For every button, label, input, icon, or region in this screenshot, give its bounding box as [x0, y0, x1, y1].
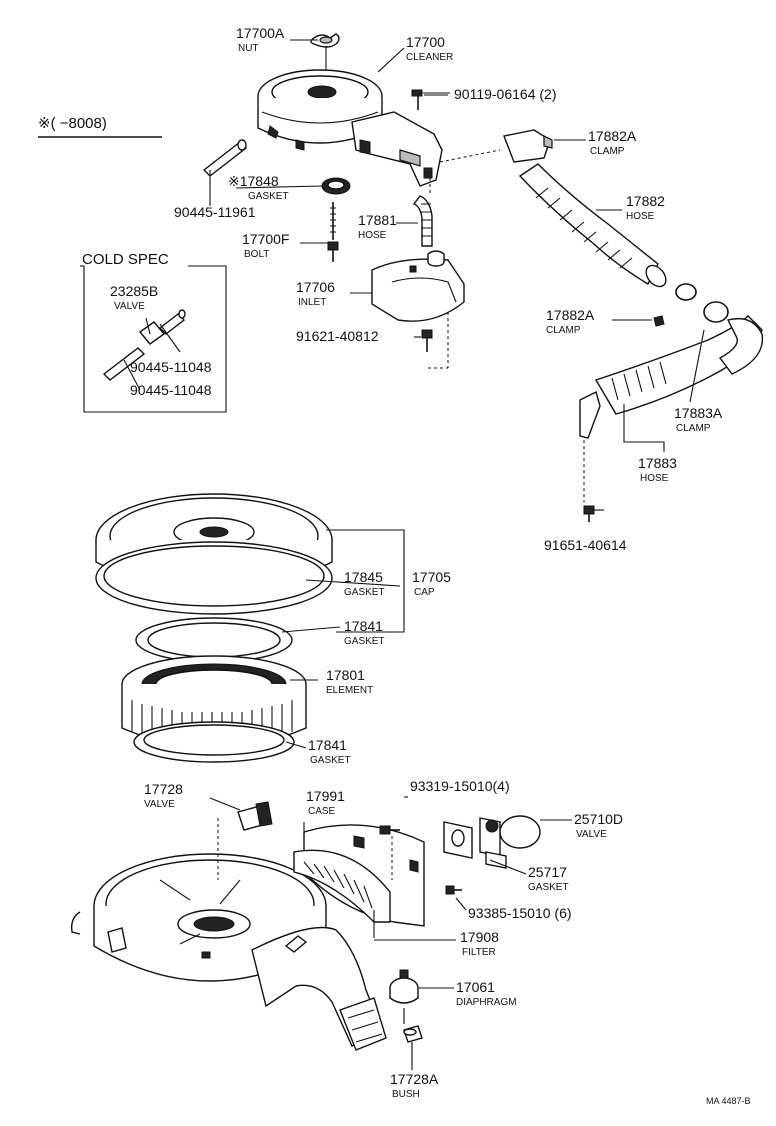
- label-gasket-25717: 25717 GASKET: [528, 864, 569, 893]
- clamp-17883a-number: 17883A: [674, 405, 723, 421]
- gasket-17845-number: 17845: [344, 569, 383, 585]
- label-valve-17728: 17728 VALVE: [144, 781, 183, 810]
- cleaner-number: 17700: [406, 34, 445, 50]
- cleaner-assembly-drawing: [202, 33, 465, 369]
- gasket-17841a-name: GASKET: [344, 636, 385, 647]
- hose-17882-number: 17882: [626, 193, 665, 209]
- label-cap: 17705 CAP: [412, 569, 451, 598]
- gasket-25717-number: 25717: [528, 864, 567, 880]
- label-bolt-17700f: 17700F BOLT: [242, 231, 289, 260]
- inlet-name: INLET: [298, 297, 326, 308]
- cap-name: CAP: [414, 587, 435, 598]
- gasket-17845-name: GASKET: [344, 587, 385, 598]
- bush-name: BUSH: [392, 1089, 420, 1100]
- label-filter: 17908 FILTER: [460, 929, 499, 958]
- gasket-17841b-number: 17841: [308, 737, 347, 753]
- label-gasket-17848: ※17848 GASKET: [228, 173, 289, 202]
- bolt-17700f-number: 17700F: [242, 231, 289, 247]
- label-case: 17991 CASE: [306, 788, 345, 817]
- label-gasket-17845: 17845 GASKET: [344, 569, 385, 598]
- valve-25710d-name: VALVE: [576, 829, 607, 840]
- element-name: ELEMENT: [326, 685, 373, 696]
- valve-17728-name: VALVE: [144, 799, 175, 810]
- hose-assembly-drawing: [439, 129, 764, 522]
- label-nut: 17700A NUT: [236, 25, 285, 54]
- label-hose-17881: 17881 HOSE: [358, 212, 397, 241]
- diaphragm-name: DIAPHRAGM: [456, 997, 517, 1008]
- nut-name: NUT: [238, 43, 259, 54]
- cold-spec-box: COLD SPEC 23285B VALVE 90445-11048 90445…: [80, 251, 227, 413]
- bolt-hose-number: 91651-40614: [544, 537, 627, 553]
- wing-nut-drawing: [310, 33, 340, 48]
- inlet-17706-drawing: [371, 250, 465, 322]
- leader-lines: [209, 39, 705, 989]
- case-number: 17991: [306, 788, 345, 804]
- inlet-number: 17706: [296, 279, 335, 295]
- cold-spec-valve-name: VALVE: [114, 301, 145, 312]
- label-clamp-17883a: 17883A CLAMP: [674, 405, 723, 434]
- cold-spec-title: COLD SPEC: [82, 251, 169, 268]
- clamp-a1-number: 17882A: [588, 128, 637, 144]
- gasket-17848-number: ※17848: [228, 173, 279, 189]
- label-clamp-17882a-top: 17882A CLAMP: [588, 128, 637, 157]
- bolt-inlet-number: 91621-40812: [296, 328, 379, 344]
- header-note-text: ※( −8008): [38, 115, 107, 132]
- header-note: ※( −8008): [38, 115, 162, 138]
- element-number: 17801: [326, 667, 365, 683]
- case-assembly-drawing: [70, 796, 572, 1051]
- gasket-17848-name: GASKET: [248, 191, 289, 202]
- bolt-17700f-name: BOLT: [244, 249, 269, 260]
- cold-spec-valve-number: 23285B: [110, 283, 158, 299]
- part-labels: 17700A NUT 17700 CLEANER 90119-06164 (2)…: [144, 25, 723, 1100]
- cleaner-name: CLEANER: [406, 52, 453, 63]
- label-valve-25710d: 25710D VALVE: [574, 811, 623, 840]
- filter-name: FILTER: [462, 947, 496, 958]
- diaphragm-number: 17061: [456, 979, 495, 995]
- bush-number: 17728A: [390, 1071, 439, 1087]
- screw-93385-number: 93385-15010 (6): [468, 905, 572, 921]
- cold-spec-pipe1-number: 90445-11048: [130, 359, 212, 375]
- hose-17881-name: HOSE: [358, 230, 387, 241]
- hose-17882-name: HOSE: [626, 211, 655, 222]
- bolt-top-number: 90119-06164 (2): [454, 86, 556, 102]
- clamp-a1-name: CLAMP: [590, 146, 625, 157]
- screw-93319-number: 93319-15010(4): [410, 778, 510, 794]
- gasket-25717-name: GASKET: [528, 882, 569, 893]
- label-clamp-17882a-mid: 17882A CLAMP: [546, 307, 595, 336]
- case-name: CASE: [308, 806, 336, 817]
- clamp-a2-name: CLAMP: [546, 325, 581, 336]
- label-hose-17882: 17882 HOSE: [626, 193, 665, 222]
- label-inlet: 17706 INLET: [296, 279, 335, 308]
- label-gasket-17841-bottom: 17841 GASKET: [308, 737, 351, 766]
- valve-25710d-number: 25710D: [574, 811, 623, 827]
- label-element: 17801 ELEMENT: [326, 667, 373, 696]
- valve-17728-number: 17728: [144, 781, 183, 797]
- label-cleaner: 17700 CLEANER: [406, 34, 453, 63]
- label-diaphragm: 17061 DIAPHRAGM: [456, 979, 517, 1008]
- pipe-number: 90445-11961: [174, 204, 256, 220]
- cold-spec-pipe2-number: 90445-11048: [130, 382, 212, 398]
- hose-17883-name: HOSE: [640, 473, 669, 484]
- drawing-reference: MA 4487-B: [706, 1096, 751, 1106]
- label-gasket-17841-top: 17841 GASKET: [344, 618, 385, 647]
- label-hose-17883: 17883 HOSE: [638, 455, 677, 484]
- hose-17883-number: 17883: [638, 455, 677, 471]
- bolt-17700f-drawing: [327, 202, 339, 262]
- clamp-a2-number: 17882A: [546, 307, 595, 323]
- clamp-17883a-name: CLAMP: [676, 423, 711, 434]
- cap-element-drawing: [95, 493, 333, 763]
- gasket-17841a-number: 17841: [344, 618, 383, 634]
- cap-number: 17705: [412, 569, 451, 585]
- gasket-17841b-name: GASKET: [310, 755, 351, 766]
- filter-number: 17908: [460, 929, 499, 945]
- hose-17881-number: 17881: [358, 212, 397, 228]
- label-bush: 17728A BUSH: [390, 1071, 439, 1100]
- nut-number: 17700A: [236, 25, 285, 41]
